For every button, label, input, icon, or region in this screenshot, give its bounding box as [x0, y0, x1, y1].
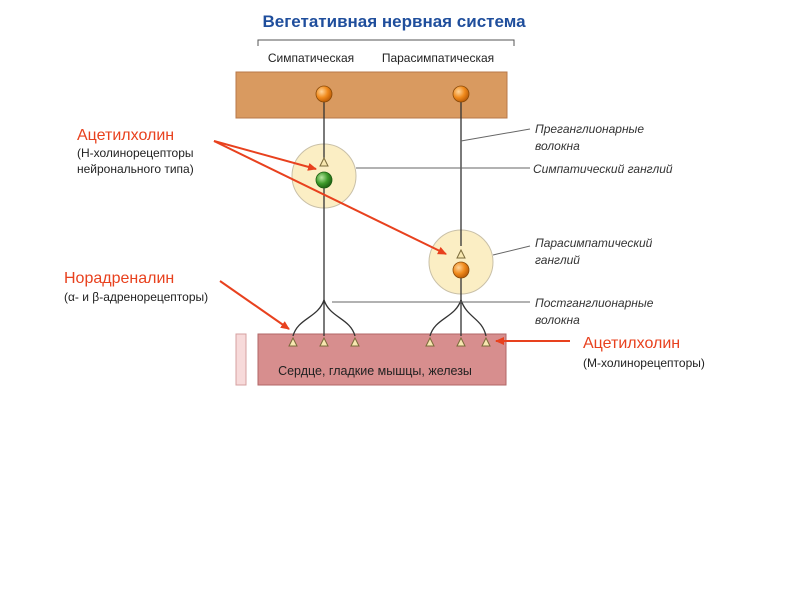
- diagram-title: Вегетативная нервная система: [262, 12, 526, 31]
- synapse-organ-5: [456, 336, 466, 347]
- annotation-arrows: [213, 140, 570, 345]
- parasympathetic-ganglion-neuron: [452, 261, 470, 279]
- sympathetic-ganglion-neuron: [315, 171, 333, 189]
- sympathetic-branch-right: [323, 299, 356, 337]
- synapse-terminals: [288, 156, 491, 347]
- synapse-organ-6: [481, 336, 491, 347]
- synapse-sympathetic-ganglion: [319, 156, 329, 167]
- label-preganglionic-2: волокна: [535, 139, 580, 153]
- organ-band-left-strip: [235, 333, 247, 386]
- label-para-ganglion-2: ганглий: [535, 253, 580, 267]
- synapse-organ-3: [350, 336, 360, 347]
- title-bracket: [257, 39, 515, 46]
- arrow-ach-to-symp-ganglion: [213, 140, 317, 171]
- annotation-noradrenaline-line1: (α- и β-адренорецепторы): [64, 290, 208, 304]
- leader-preganglionic: [460, 128, 531, 142]
- label-symp-ganglion: Симпатический ганглий: [533, 162, 673, 176]
- annotation-noradrenaline-title: Норадреналин: [64, 270, 174, 287]
- arrow-noradrenaline-to-organ: [219, 280, 290, 330]
- label-para-ganglion-1: Парасимпатический: [535, 236, 653, 250]
- synapse-organ-2: [319, 336, 329, 347]
- leader-lines: [332, 128, 531, 303]
- column-sympathetic: Симпатическая: [268, 51, 354, 65]
- sympathetic-branch-left: [292, 299, 325, 337]
- parasympathetic-cns-neuron: [452, 85, 470, 103]
- synapse-organ-1: [288, 336, 298, 347]
- synapse-organ-4: [425, 336, 435, 347]
- label-postganglionic-2: волокна: [535, 313, 580, 327]
- annotation-ach-n-line1: (Н-холинорецепторы: [77, 146, 194, 160]
- arrow-ach-to-para-ganglion: [213, 140, 447, 255]
- annotation-ach-m-line1: (М-холинорецепторы): [583, 356, 705, 370]
- parasympathetic-branch-right: [460, 299, 487, 337]
- parasympathetic-branch-left: [429, 299, 462, 337]
- leader-para-ganglion: [492, 245, 531, 256]
- label-postganglionic-1: Постганглионарные: [535, 296, 654, 310]
- column-parasympathetic: Парасимпатическая: [382, 51, 494, 65]
- organ-label: Сердце, гладкие мышцы, железы: [278, 364, 472, 378]
- label-preganglionic-1: Преганглионарные: [535, 122, 644, 136]
- organ-band: [257, 333, 507, 386]
- annotation-ach-n-title: Ацетилхолин: [77, 127, 174, 144]
- annotation-ach-m-title: Ацетилхолин: [583, 335, 680, 352]
- sympathetic-cns-neuron: [315, 85, 333, 103]
- synapse-parasympathetic-ganglion: [456, 248, 466, 259]
- annotation-ach-n-line2: нейронального типа): [77, 162, 194, 176]
